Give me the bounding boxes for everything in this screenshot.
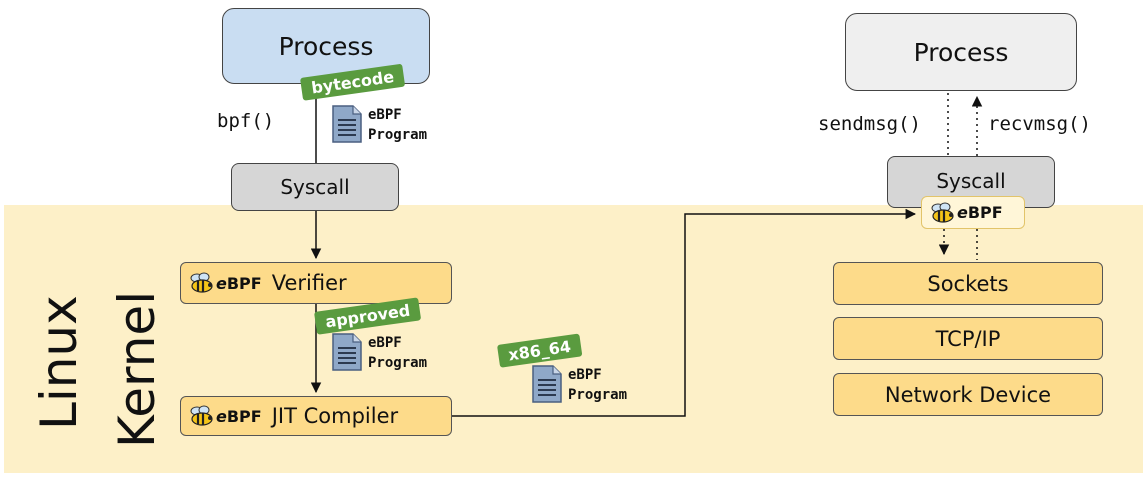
jit-label: JIT Compiler bbox=[271, 404, 399, 428]
syscall-right: Syscall bbox=[887, 156, 1055, 208]
bee-icon bbox=[190, 405, 213, 426]
program-label-line2: Program bbox=[568, 387, 628, 403]
tcpip-box: TCP/IP bbox=[833, 317, 1103, 360]
document-icon bbox=[332, 333, 362, 371]
network-device-box: Network Device bbox=[833, 373, 1103, 416]
bee-icon bbox=[931, 202, 954, 223]
bee-icon bbox=[190, 272, 213, 293]
recvmsg-label: recvmsg() bbox=[988, 113, 1091, 135]
sendmsg-label: sendmsg() bbox=[818, 113, 921, 135]
x86-program: eBPF Program bbox=[532, 365, 627, 405]
program-label-line2: Program bbox=[368, 127, 428, 143]
ebpf-e: e bbox=[216, 406, 227, 426]
program-label-line2: Program bbox=[368, 355, 428, 371]
bpf-call-label: bpf() bbox=[217, 110, 275, 132]
program-label-line1: eBPF bbox=[368, 335, 402, 351]
document-icon bbox=[532, 365, 562, 403]
ebpf-bpf: BPF bbox=[226, 273, 262, 293]
ebpf-e: e bbox=[216, 273, 227, 293]
approved-program: eBPF Program bbox=[332, 333, 427, 373]
process-right: Process bbox=[845, 13, 1077, 91]
syscall-left: Syscall bbox=[231, 163, 399, 211]
sockets-box: Sockets bbox=[833, 262, 1103, 305]
program-label-line1: eBPF bbox=[568, 367, 602, 383]
bytecode-program: eBPF Program bbox=[332, 105, 427, 145]
ebpf-e: e bbox=[957, 203, 968, 222]
verifier-label: Verifier bbox=[271, 271, 347, 295]
ebpf-bpf: BPF bbox=[226, 406, 262, 426]
ebpf-bpf: BPF bbox=[967, 203, 1003, 222]
jit-to-hook-arrow bbox=[452, 208, 917, 417]
document-icon bbox=[332, 105, 362, 143]
program-label-line1: eBPF bbox=[368, 107, 402, 123]
